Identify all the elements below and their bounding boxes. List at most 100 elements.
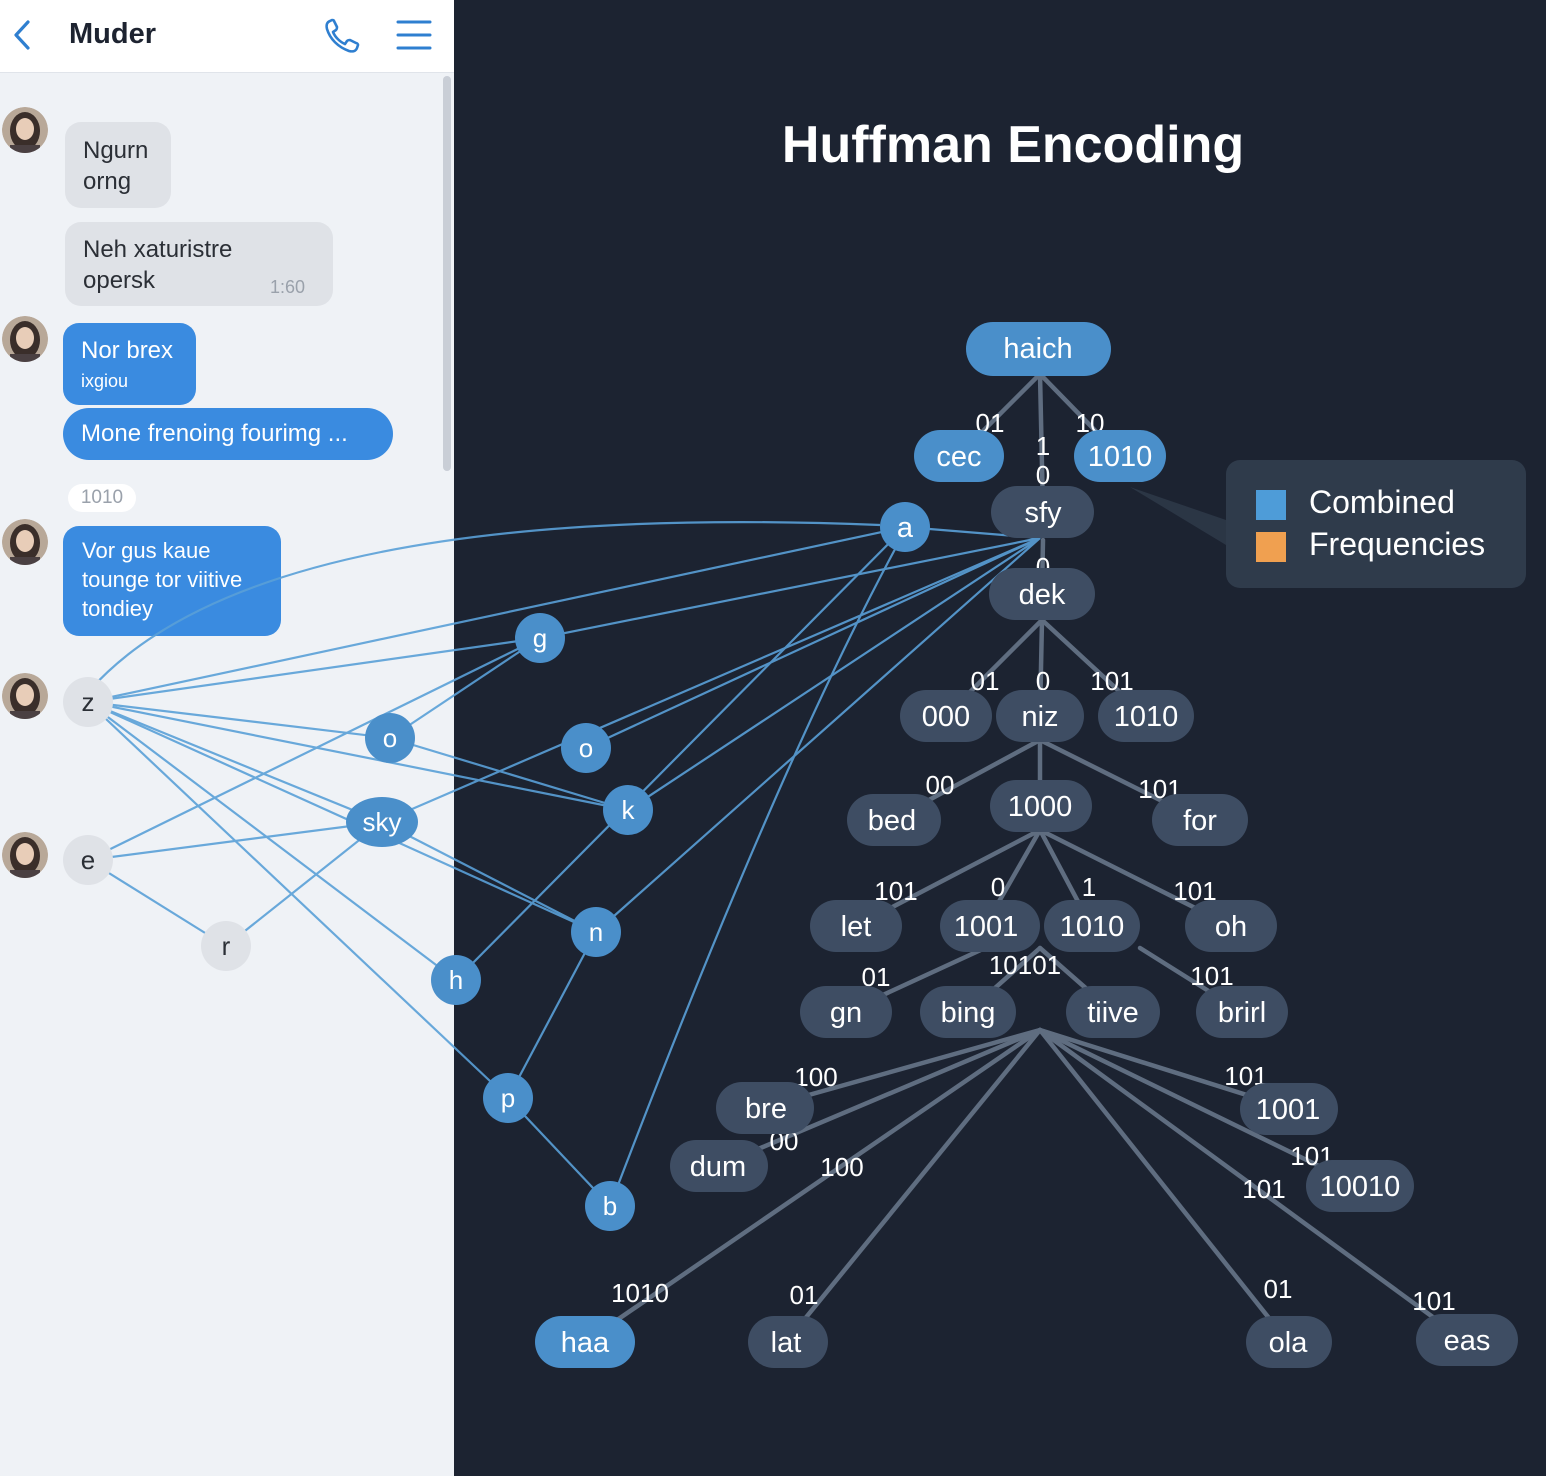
tree-node[interactable]: for: [1152, 794, 1248, 846]
tree-node[interactable]: 1001: [940, 900, 1040, 952]
message-bubble[interactable]: Ngurn orng: [65, 122, 171, 208]
node-label: for: [1183, 805, 1217, 837]
tree-node[interactable]: 1010: [1074, 430, 1166, 482]
message-line: Vor gus kaue: [82, 538, 211, 563]
legend-swatch: [1256, 532, 1286, 562]
chevron-left-icon[interactable]: [6, 18, 40, 52]
letter-node[interactable]: n: [571, 907, 621, 957]
letter-node[interactable]: h: [431, 955, 481, 1005]
tree-node[interactable]: 1001: [1240, 1083, 1338, 1135]
edge-label: 10101: [989, 950, 1061, 980]
letter-node[interactable]: o: [561, 723, 611, 773]
tree-node[interactable]: sfy: [991, 486, 1094, 538]
legend-label: Frequencies: [1309, 526, 1486, 562]
tree-node[interactable]: lat: [748, 1316, 828, 1368]
message-timestamp: 1:60: [270, 277, 306, 297]
avatar: [2, 316, 48, 362]
message-line: ixgiou: [81, 371, 129, 391]
edge-label: 00: [926, 770, 955, 800]
edge-label: 101: [1242, 1174, 1285, 1204]
tree-node[interactable]: let: [810, 900, 902, 952]
node-label: b: [603, 1191, 617, 1221]
tree-node[interactable]: eas: [1416, 1314, 1518, 1366]
message-bubble[interactable]: Mone frenoing fourimg ...: [63, 408, 393, 460]
node-label: 1010: [1060, 911, 1125, 943]
node-label: haa: [561, 1327, 610, 1359]
letter-node[interactable]: z: [63, 677, 113, 727]
node-label: e: [81, 845, 95, 875]
tree-node[interactable]: a: [880, 502, 930, 552]
node-label: oh: [1215, 911, 1247, 943]
avatar: [2, 832, 48, 878]
edge-label: 0: [991, 872, 1005, 902]
tree-node[interactable]: 1010: [1044, 900, 1140, 952]
tree-node[interactable]: haich: [966, 322, 1111, 376]
tree-node[interactable]: tiive: [1066, 986, 1160, 1038]
tree-node[interactable]: gn: [800, 986, 892, 1038]
legend-swatch: [1256, 490, 1286, 520]
chat-header: Muder: [0, 0, 454, 73]
letter-node[interactable]: k: [603, 785, 653, 835]
message-line: Nor brex: [81, 337, 174, 364]
tree-node[interactable]: dum: [670, 1140, 768, 1192]
edge-label: 01: [1264, 1274, 1293, 1304]
message-line: Neh xaturistre: [83, 236, 233, 263]
edge-label: 100: [820, 1152, 863, 1182]
tree-node[interactable]: cec: [914, 430, 1004, 482]
edge-label: 01: [790, 1280, 819, 1310]
letter-node[interactable]: r: [201, 921, 251, 971]
avatar: [2, 107, 48, 153]
node-label: h: [449, 965, 463, 995]
tree-node[interactable]: 10010: [1306, 1160, 1414, 1212]
message-bubble[interactable]: Neh xaturistre opersk 1:60: [65, 222, 333, 306]
message-bubble[interactable]: Nor brex ixgiou: [63, 323, 196, 405]
tree-node[interactable]: niz: [996, 690, 1084, 742]
letter-node[interactable]: p: [483, 1073, 533, 1123]
tree-node[interactable]: 1000: [990, 780, 1092, 832]
node-label: cec: [936, 441, 981, 473]
tree-node[interactable]: oh: [1185, 900, 1277, 952]
node-label: bre: [745, 1093, 787, 1125]
letter-node[interactable]: o: [365, 713, 415, 763]
edge-label: 101: [1412, 1286, 1455, 1316]
node-label: brirl: [1218, 997, 1266, 1029]
tree-node[interactable]: 1010: [1098, 690, 1194, 742]
node-label: r: [222, 931, 231, 961]
tree-node[interactable]: brirl: [1196, 986, 1288, 1038]
node-label: haich: [1003, 333, 1072, 365]
node-label: k: [622, 795, 636, 825]
letter-node[interactable]: g: [515, 613, 565, 663]
message-line: orng: [83, 168, 132, 195]
node-label: dum: [690, 1151, 746, 1183]
node-label: dek: [1019, 579, 1066, 611]
tree-node[interactable]: 000: [900, 690, 992, 742]
edge-label: 1: [1082, 872, 1096, 902]
contact-name: Muder: [69, 18, 156, 50]
message-line: Mone frenoing fourimg ...: [81, 420, 348, 447]
tree-node[interactable]: bed: [847, 794, 941, 846]
diagram-title: Huffman Encoding: [782, 116, 1244, 174]
letter-node[interactable]: e: [63, 835, 113, 885]
chat-scrollbar[interactable]: [443, 76, 451, 471]
node-label: lat: [771, 1327, 802, 1359]
tree-node[interactable]: ola: [1246, 1316, 1332, 1368]
menu-icon[interactable]: [394, 16, 434, 54]
day-chip: 1010: [68, 484, 136, 512]
letter-node[interactable]: b: [585, 1181, 635, 1231]
node-label: ola: [1269, 1327, 1309, 1359]
message-bubble[interactable]: Vor gus kaue tounge tor viitive tondiey: [63, 526, 281, 636]
edge-label: 1: [1036, 431, 1050, 461]
tree-node[interactable]: bing: [920, 986, 1016, 1038]
tree-node[interactable]: haa: [535, 1316, 635, 1368]
letter-node[interactable]: sky: [346, 797, 418, 847]
node-label: eas: [1444, 1325, 1491, 1357]
tree-node[interactable]: dek: [989, 568, 1095, 620]
node-label: 1001: [1256, 1094, 1321, 1126]
tree-node[interactable]: bre: [716, 1082, 814, 1134]
node-label: 1010: [1114, 701, 1179, 733]
node-label: tiive: [1087, 997, 1139, 1029]
node-label: a: [897, 512, 914, 544]
phone-icon[interactable]: [322, 16, 362, 56]
legend-pointer: [1130, 487, 1226, 545]
